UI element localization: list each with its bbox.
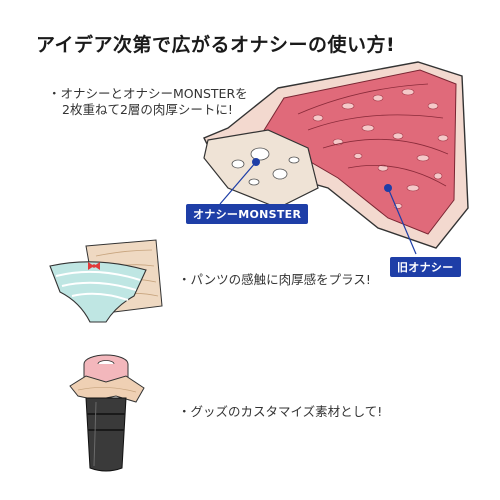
bullet-two-layer-line1: ・オナシーとオナシーMONSTERを: [48, 86, 248, 101]
goods-illustration: [69, 354, 145, 472]
panties-illustration: [49, 239, 163, 323]
label-old-onasea: 旧オナシー: [390, 257, 461, 277]
layered-sheet-illustration: [203, 61, 469, 255]
bullet-two-layer: ・オナシーとオナシーMONSTERを 2枚重ねて2層の肉厚シートに!: [48, 86, 278, 118]
page-title: アイデア次第で広がるオナシーの使い方!: [36, 34, 396, 56]
label-onasea-monster: オナシーMONSTER: [186, 204, 309, 224]
bullet-panties: ・パンツの感触に肉厚感をプラス!: [178, 272, 371, 287]
bullet-goods: ・グッズのカスタマイズ素材として!: [178, 404, 383, 419]
bullet-two-layer-line2: 2枚重ねて2層の肉厚シートに!: [62, 102, 233, 117]
